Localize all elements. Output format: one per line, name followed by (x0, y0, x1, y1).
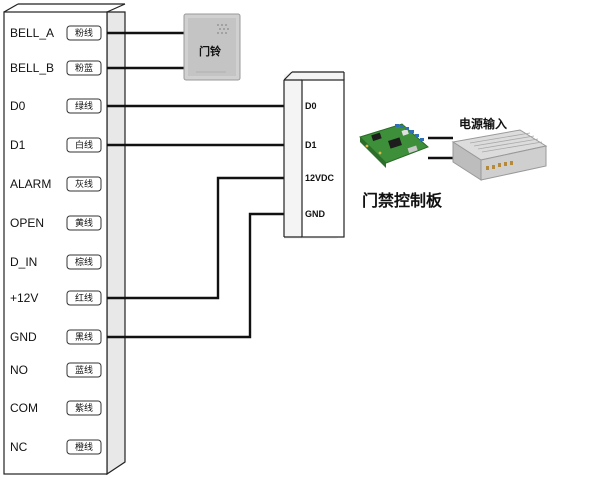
pin-row: NC 橙线 (10, 439, 102, 455)
pin-row: D1 白线 (10, 137, 102, 153)
pin-name: NO (10, 363, 28, 377)
pin-row: D0 绿线 (10, 98, 102, 114)
terminal-label: D0 (305, 101, 317, 111)
doorbell-label: 门铃 (199, 44, 221, 58)
pin-name: D_IN (10, 255, 37, 269)
wire-color-label: 红线 (75, 292, 93, 304)
wire-color-tag (66, 60, 102, 76)
wire-color-tag (66, 290, 102, 306)
pin-row: BELL_B 粉蓝 (10, 60, 102, 76)
wire-color-label: 灰线 (75, 178, 93, 190)
pin-name: BELL_A (10, 26, 54, 40)
pin-row: GND 黑线 (10, 329, 102, 345)
pin-name: +12V (10, 291, 38, 305)
controller-board (359, 123, 429, 168)
wire-color-tag (66, 137, 102, 153)
pin-row: BELL_A 粉线 (10, 25, 102, 41)
wire-color-label: 黑线 (75, 331, 93, 343)
controller-terminal-block (283, 71, 345, 239)
pin-row: OPEN 黄线 (10, 215, 102, 231)
pin-name: BELL_B (10, 61, 54, 75)
pin-row: +12V 红线 (10, 290, 102, 306)
wire-color-tag (66, 400, 102, 416)
reader-pin-block (3, 3, 126, 476)
wire-gnd (107, 212, 302, 339)
pin-name: NC (10, 440, 28, 454)
wire-color-tag (66, 362, 102, 378)
wire-12v (107, 176, 302, 300)
pin-name: GND (10, 330, 37, 344)
pin-name: D1 (10, 138, 26, 152)
wire-color-label: 粉线 (75, 27, 93, 39)
terminal-label: 12VDC (305, 173, 335, 183)
pin-name: ALARM (10, 177, 51, 191)
terminal-label: D1 (305, 140, 317, 150)
power-supply-label: 电源输入 (459, 116, 507, 131)
wire-color-label: 黄线 (75, 217, 93, 229)
pin-name: COM (10, 401, 38, 415)
wire-color-label: 绿线 (75, 100, 93, 112)
wire-color-label: 蓝线 (75, 364, 93, 376)
reader-pins: BELL_A 粉线 BELL_B 粉蓝 D0 绿线 D1 白线 ALARM 灰线 OPEN 黄线 D_I… (10, 25, 102, 455)
wire-color-tag (66, 329, 102, 345)
doorbell-device: 门铃 (183, 13, 241, 81)
wire-color-label: 橙线 (75, 441, 93, 453)
terminal-label: GND (305, 209, 326, 219)
pin-row: D_IN 棕线 (10, 254, 102, 270)
wire-color-tag (66, 439, 102, 455)
pin-name: OPEN (10, 216, 44, 230)
wire-color-tag (66, 25, 102, 41)
wire-color-tag (66, 254, 102, 270)
pin-name: D0 (10, 99, 26, 113)
wire-color-label: 粉蓝 (75, 62, 93, 74)
pin-row: COM 紫线 (10, 400, 102, 416)
wires (107, 31, 453, 339)
wire-color-label: 紫线 (75, 402, 93, 414)
wire-color-tag (66, 215, 102, 231)
wire-color-label: 棕线 (75, 256, 93, 268)
wire-color-label: 白线 (75, 139, 93, 151)
controller-label: 门禁控制板 (362, 191, 443, 210)
wire-color-tag (66, 176, 102, 192)
power-supply (451, 129, 548, 181)
pin-row: ALARM 灰线 (10, 176, 102, 192)
pin-row: NO 蓝线 (10, 362, 102, 378)
wire-color-tag (66, 98, 102, 114)
